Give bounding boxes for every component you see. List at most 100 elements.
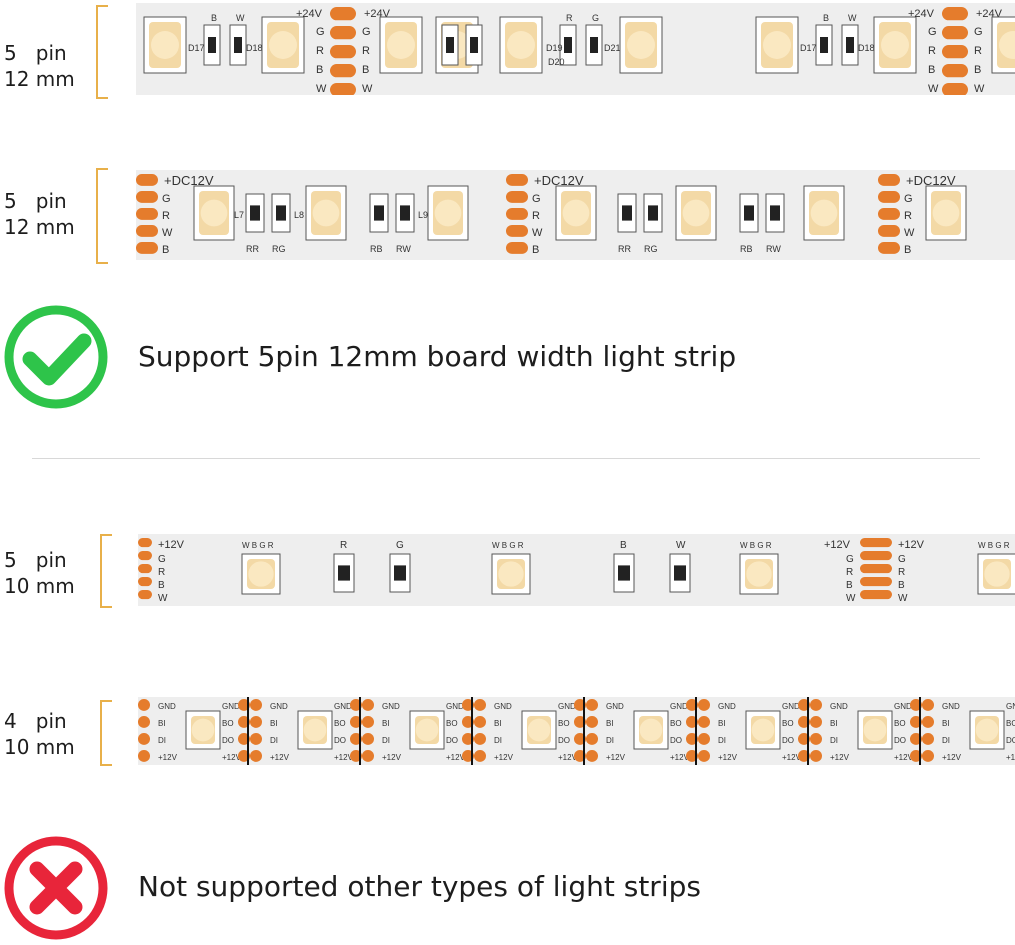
strip-label: BO xyxy=(1006,719,1015,728)
solder-pad xyxy=(586,733,598,745)
solder-pad xyxy=(138,577,152,587)
strip-label: DO xyxy=(1006,736,1015,745)
strip-label: G xyxy=(396,540,404,551)
solder-pad xyxy=(362,699,374,711)
strip-label: R xyxy=(532,210,540,222)
strip-label: BI xyxy=(942,719,950,728)
strip-label: G xyxy=(898,554,906,565)
strip-label: +12V xyxy=(270,753,290,762)
strip-label: W xyxy=(158,593,168,604)
led-emitter xyxy=(200,199,228,227)
board-width: 10 mm xyxy=(4,735,75,759)
solder-pad xyxy=(698,733,710,745)
strip-label: L8 xyxy=(294,210,304,220)
solder-pad xyxy=(138,699,150,711)
strip-label: BO xyxy=(782,719,794,728)
strip-label: BI xyxy=(718,719,726,728)
strip-label: B xyxy=(928,64,935,76)
pin-count: 5 pin xyxy=(4,189,67,213)
strip-label: +24V xyxy=(296,8,323,20)
led-emitter xyxy=(434,199,462,227)
solder-pad xyxy=(506,174,528,186)
strip-label: GND xyxy=(894,702,912,711)
strip-label: B xyxy=(898,580,905,591)
led-emitter xyxy=(639,718,663,742)
solder-pad xyxy=(474,699,486,711)
strip-label: +12V xyxy=(158,753,178,762)
strip-label: G xyxy=(532,193,541,205)
resistor-body xyxy=(250,205,260,221)
solder-pad xyxy=(942,64,968,78)
strip-label: DI xyxy=(494,736,502,745)
led-emitter xyxy=(269,31,297,59)
strip-label: RB xyxy=(370,244,383,254)
strip-label: R xyxy=(928,45,936,57)
solder-pad xyxy=(922,716,934,728)
strip-label: +12V xyxy=(158,539,185,551)
solder-pad xyxy=(330,7,356,21)
row-label: 4 pin 10 mm xyxy=(0,708,90,760)
strip-label: GND xyxy=(158,702,176,711)
strip-label: GND xyxy=(606,702,624,711)
resistor-body xyxy=(744,205,754,221)
strip-label: RR xyxy=(618,244,631,254)
resistor-body xyxy=(648,205,658,221)
row-label: 5 pin 12 mm xyxy=(0,188,90,240)
solder-pad xyxy=(698,716,710,728)
solder-pad xyxy=(138,750,150,762)
strip-label: R xyxy=(362,45,370,57)
strip-label: W B G R xyxy=(242,541,274,550)
strip-label: B xyxy=(846,580,853,591)
strip-label: GND xyxy=(446,702,464,711)
solder-pad xyxy=(138,564,152,574)
strip-label: W xyxy=(316,83,327,95)
strip-label: W xyxy=(532,227,543,239)
strip-label: +12V xyxy=(894,753,914,762)
solder-pad xyxy=(922,733,934,745)
strip-label: RG xyxy=(272,244,286,254)
strip-label: +12V xyxy=(670,753,690,762)
strip-label: W xyxy=(898,593,908,604)
resistor-body xyxy=(820,37,828,53)
strip-label: DI xyxy=(718,736,726,745)
strip-label: +12V xyxy=(446,753,466,762)
resistor-body xyxy=(400,205,410,221)
resistor-body xyxy=(394,565,406,581)
row-label: 5 pin 10 mm xyxy=(0,547,90,599)
solder-pad xyxy=(138,551,152,561)
strip-label: R xyxy=(898,567,905,578)
strip-label: RR xyxy=(246,244,259,254)
solder-pad xyxy=(250,750,262,762)
strip-label: G xyxy=(316,26,325,38)
led-emitter xyxy=(751,718,775,742)
solder-pad xyxy=(474,733,486,745)
strip-label: B xyxy=(211,13,217,23)
strip-label: G xyxy=(904,193,913,205)
resistor-body xyxy=(674,565,686,581)
solder-pad xyxy=(860,577,892,587)
strip-label: +12V xyxy=(222,753,242,762)
solder-pad xyxy=(586,699,598,711)
solder-pad xyxy=(586,716,598,728)
resistor-body xyxy=(446,37,454,53)
strip-label: D19 xyxy=(546,43,563,53)
led-emitter xyxy=(627,31,655,59)
solder-pad xyxy=(136,191,158,203)
solder-pad xyxy=(810,699,822,711)
section-divider xyxy=(32,458,980,459)
board-width: 12 mm xyxy=(4,215,75,239)
strip-label: G xyxy=(974,26,983,38)
strip-label: W xyxy=(362,83,373,95)
strip-label: +12V xyxy=(898,539,925,551)
row-label: 5 pin 12 mm xyxy=(0,40,90,92)
strip-label: W B G R xyxy=(492,541,524,550)
strip-label: DI xyxy=(158,736,166,745)
strip-label: BO xyxy=(334,719,346,728)
strip-label: RG xyxy=(644,244,658,254)
strip-label: DO xyxy=(782,736,794,745)
resistor-body xyxy=(846,37,854,53)
solder-pad xyxy=(860,590,892,600)
solder-pad xyxy=(330,64,356,78)
solder-pad xyxy=(138,716,150,728)
strip-label: W xyxy=(162,227,173,239)
